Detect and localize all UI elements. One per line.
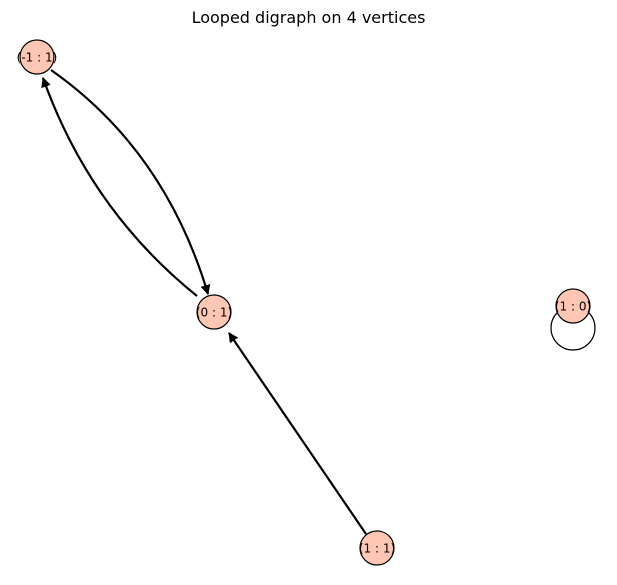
edge-1-1-to-0-1 [228, 332, 367, 535]
graph-title: Looped digraph on 4 vertices [191, 8, 426, 27]
vertex-0-1-circle [196, 294, 232, 330]
vertex-neg1-1[interactable]: (-1 : 1) [17, 39, 58, 75]
vertex-1-1[interactable]: (1 : 1) [359, 530, 395, 566]
vertex-neg1-1-circle [19, 39, 55, 75]
vertex-1-1-label: (1 : 1) [359, 542, 395, 556]
edge-neg1-1-to-0-1 [50, 69, 211, 295]
vertex-0-1-label: (0 : 1) [196, 306, 232, 320]
vertex-neg1-1-label: (-1 : 1) [17, 51, 58, 65]
edge-0-1-to-neg1-1 [41, 77, 198, 297]
vertex-1-0-circle [555, 288, 591, 324]
vertex-1-0-label: (1 : 0) [555, 300, 591, 314]
vertex-1-0[interactable]: (1 : 0) [555, 288, 591, 324]
vertex-0-1[interactable]: (0 : 1) [196, 294, 232, 330]
vertex-1-1-circle [359, 530, 395, 566]
